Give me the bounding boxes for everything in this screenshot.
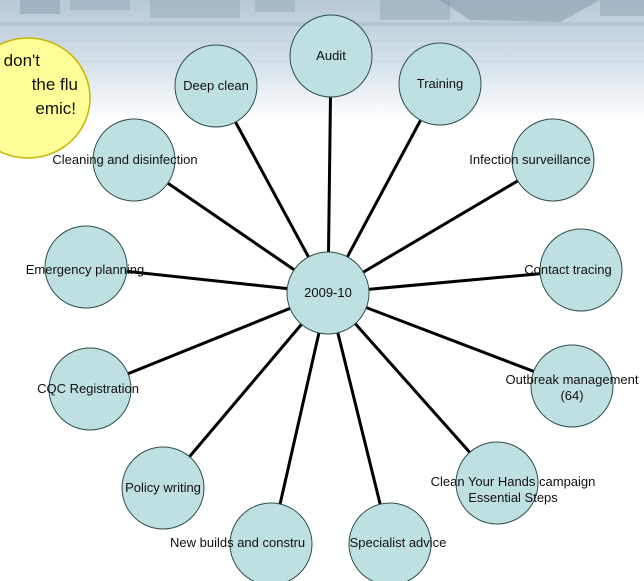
node-policy-writing: Policy writing	[121, 446, 205, 530]
connector-contact-tracing	[327, 268, 582, 295]
node-label-outbreak-management-2: (64)	[560, 388, 583, 403]
node-label-training: Training	[417, 76, 463, 91]
callout-line-2: the flu	[32, 75, 78, 94]
node-infection-surveillance: Infection surveillance	[469, 118, 595, 202]
node-circle-clean-your-hands	[455, 441, 539, 525]
connector-clean-your-hands	[326, 292, 499, 484]
callout-line-3: emic!	[35, 99, 76, 118]
center-label: 2009-10	[304, 285, 352, 300]
node-label-infection-surveillance: Infection surveillance	[469, 152, 590, 167]
connector-infection-surveillance	[327, 158, 554, 295]
node-circle-policy-writing	[121, 446, 205, 530]
node-label-clean-your-hands-2: Essential Steps	[468, 490, 558, 505]
node-new-builds: New builds and constru	[170, 502, 313, 581]
node-cqc-registration: CQC Registration	[37, 347, 139, 431]
node-label-specialist-advice: Specialist advice	[350, 535, 447, 550]
node-circle-specialist-advice	[348, 502, 432, 581]
connector-policy-writing	[161, 292, 330, 489]
node-label-deep-clean: Deep clean	[183, 78, 249, 93]
node-outbreak-management: Outbreak management(64)	[506, 344, 639, 428]
connector-outbreak-management	[327, 291, 573, 388]
connector-cqc-registration	[89, 291, 329, 391]
node-circle-cqc-registration	[48, 347, 132, 431]
connector-specialist-advice	[326, 292, 392, 545]
node-circle-cleaning-disinfection	[92, 118, 176, 202]
center-node: 2009-10	[286, 251, 370, 335]
node-label-new-builds: New builds and constru	[170, 535, 305, 550]
node-label-outbreak-management-1: Outbreak management	[506, 372, 639, 387]
node-circle-infection-surveillance	[511, 118, 595, 202]
node-label-clean-your-hands-1: Clean Your Hands campaign	[431, 474, 596, 489]
node-label-audit: Audit	[316, 48, 346, 63]
node-label-policy-writing: Policy writing	[125, 480, 201, 495]
node-cleaning-disinfection: Cleaning and disinfection	[52, 118, 198, 202]
node-label-cleaning-disinfection: Cleaning and disinfection	[52, 152, 197, 167]
node-deep-clean: Deep clean	[174, 44, 258, 128]
node-circle-emergency-planning	[44, 225, 128, 309]
node-circle-new-builds	[229, 502, 313, 581]
node-label-cqc-registration: CQC Registration	[37, 381, 139, 396]
connector-new-builds	[269, 292, 330, 545]
node-emergency-planning: Emergency planning	[26, 225, 145, 309]
node-circle-outbreak-management	[530, 344, 614, 428]
node-circle-contact-tracing	[539, 228, 623, 312]
node-training: Training	[398, 42, 482, 126]
node-circle-audit	[289, 14, 373, 98]
node-specialist-advice: Specialist advice	[348, 502, 447, 581]
callout-line-1: don't	[4, 51, 41, 70]
callout-bubble: don't the flu emic!	[0, 37, 91, 159]
node-circle-training	[398, 42, 482, 126]
node-audit: Audit	[289, 14, 373, 98]
node-contact-tracing: Contact tracing	[524, 228, 623, 312]
node-circle-deep-clean	[174, 44, 258, 128]
node-label-contact-tracing: Contact tracing	[524, 262, 611, 277]
node-label-emergency-planning: Emergency planning	[26, 262, 145, 277]
